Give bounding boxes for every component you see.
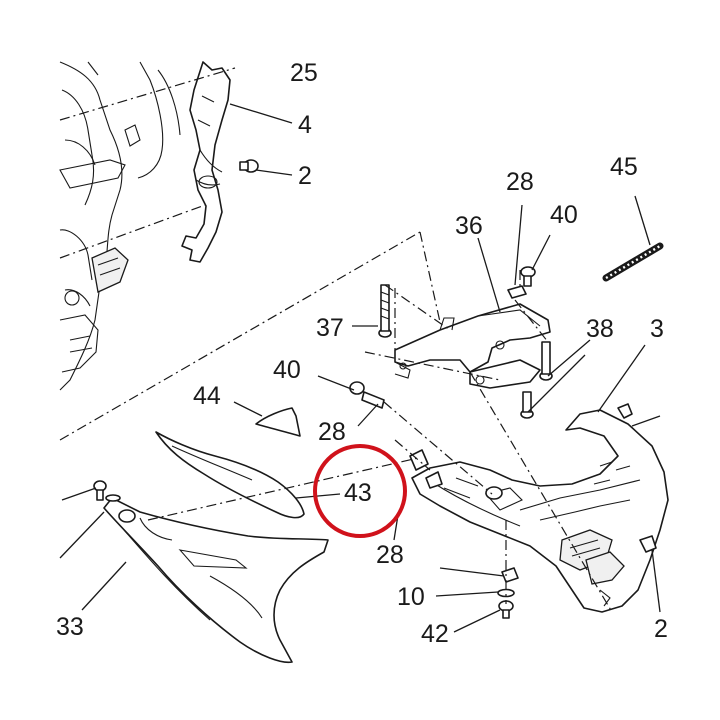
callout-44: 44 xyxy=(193,382,221,410)
callout-10: 10 xyxy=(397,583,425,611)
engine-frame-fragment xyxy=(59,61,181,391)
callout-3-edge: 3 xyxy=(650,315,664,343)
callout-37: 37 xyxy=(316,314,344,342)
right-main-fairing xyxy=(411,409,669,613)
part-40-screw-mid xyxy=(349,381,385,409)
part-2-screw-top xyxy=(239,159,259,173)
part-33-lower-fairing xyxy=(103,497,329,664)
callout-28-low: 28 xyxy=(376,541,404,569)
callout-40-top: 40 xyxy=(550,201,578,229)
callout-38: 38 xyxy=(586,315,614,343)
callout-28-left: 28 xyxy=(318,418,346,446)
callout-36: 36 xyxy=(455,212,483,240)
part-28-clip-low xyxy=(501,567,519,583)
part-45-threaded-rod xyxy=(602,242,664,282)
callout-28-top: 28 xyxy=(506,168,534,196)
part-38-bolts xyxy=(520,341,553,419)
part-40-screw-top xyxy=(520,266,536,287)
callout-25: 25 xyxy=(290,59,318,87)
part-43-side-panel xyxy=(155,431,305,519)
part-33-screw xyxy=(93,480,121,502)
callout-2-top: 2 xyxy=(298,162,312,190)
right-edge-hardware xyxy=(617,403,657,553)
part-28-clip-mid xyxy=(409,449,443,489)
part-4-bracket xyxy=(181,61,231,263)
part-37-bolt xyxy=(378,284,392,338)
callout-2-edge: 2 xyxy=(654,615,668,643)
callout-40-mid: 40 xyxy=(273,356,301,384)
highlight-ring-43 xyxy=(313,444,407,538)
callout-43: 43 xyxy=(344,479,372,507)
callout-4: 4 xyxy=(298,111,312,139)
callout-45: 45 xyxy=(610,153,638,181)
callout-33: 33 xyxy=(56,613,84,641)
callout-42: 42 xyxy=(421,620,449,648)
part-28-clip-top xyxy=(507,285,527,299)
leader-lines xyxy=(59,103,661,633)
part-44-trim xyxy=(255,407,301,437)
assembly-centerlines xyxy=(59,67,613,613)
